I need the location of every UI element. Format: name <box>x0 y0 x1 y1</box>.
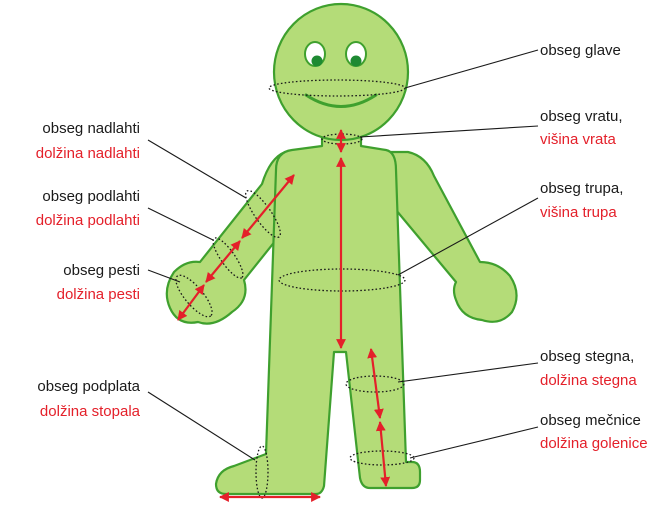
upper-arm-length-label: dolžina nadlahti <box>36 145 140 162</box>
torso-girth-label: obseg trupa, <box>540 180 623 197</box>
upper-arm-leader <box>148 140 246 198</box>
wrist-length-label: dolžina pesti <box>57 286 140 303</box>
left-pupil-icon <box>312 56 323 67</box>
shin-length-label: dolžina golenice <box>540 435 648 452</box>
wrist-girth-label: obseg pesti <box>63 262 140 279</box>
right-pupil-icon <box>351 56 362 67</box>
neck-girth-label: obseg vratu, <box>540 108 623 125</box>
thigh-girth-label: obseg stegna, <box>540 348 634 365</box>
right-arm <box>386 152 517 322</box>
head-girth-label: obseg glave <box>540 42 621 59</box>
labels-right: obseg glave obseg vratu, višina vrata ob… <box>540 42 648 452</box>
labels-left: obseg nadlahti dolžina nadlahti obseg po… <box>36 120 141 420</box>
neck-height-label: višina vrata <box>540 131 617 148</box>
thigh-length-label: dolžina stegna <box>540 372 637 389</box>
calf-leader <box>410 427 538 458</box>
head <box>274 4 408 140</box>
upper-arm-girth-label: obseg nadlahti <box>42 120 140 137</box>
sole-girth-label: obseg podplata <box>37 378 140 395</box>
forearm-girth-label: obseg podlahti <box>42 188 140 205</box>
forearm-leader <box>148 208 213 240</box>
forearm-length-label: dolžina podlahti <box>36 212 140 229</box>
head-leader <box>405 50 538 88</box>
neck-leader <box>360 126 538 137</box>
foot-length-label: dolžina stopala <box>40 403 141 420</box>
torso-height-label: višina trupa <box>540 204 617 221</box>
torso-and-legs <box>216 130 420 494</box>
sole-leader <box>148 392 255 460</box>
calf-girth-label: obseg mečnice <box>540 412 641 429</box>
thigh-leader <box>398 363 538 382</box>
